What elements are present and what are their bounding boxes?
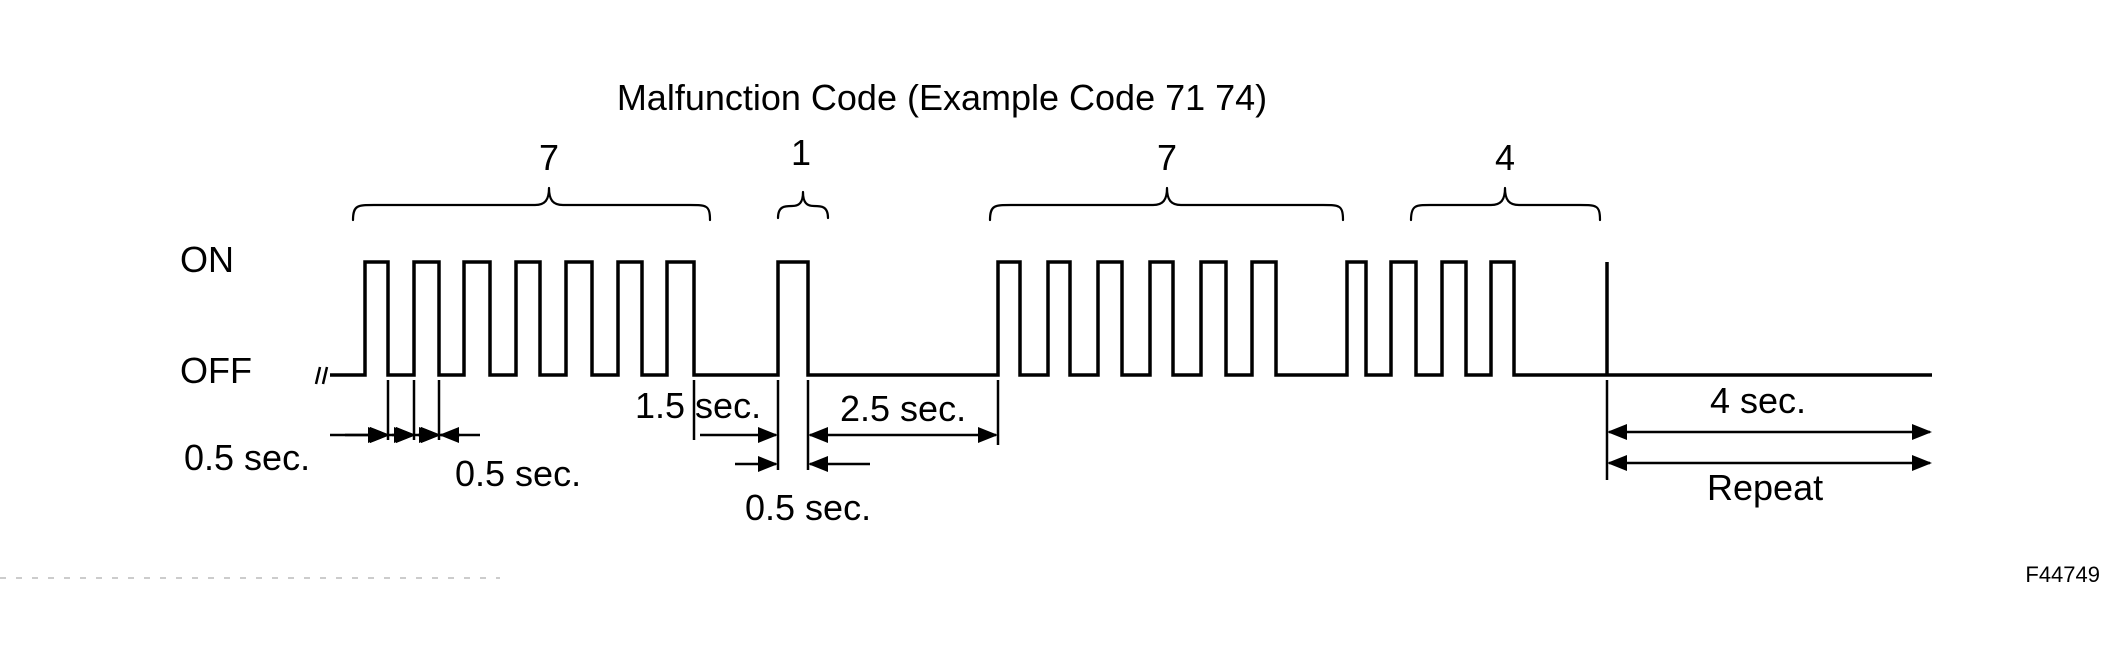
diagram-title: Malfunction Code (Example Code 71 74) [617,77,1267,118]
digit-label-2: 1 [791,132,811,173]
signal-break-mark [314,366,329,385]
single-pulse-label: 0.5 sec. [745,487,871,528]
on-level-label: ON [180,239,234,280]
digit-label-4: 4 [1495,137,1515,178]
off-level-label: OFF [180,350,252,391]
digit-brace-4 [1409,186,1602,222]
repeat-label: Repeat [1707,467,1823,508]
digit-brace-2 [776,190,830,220]
code-gap-label: 2.5 sec. [840,388,966,429]
digit-gap-label: 1.5 sec. [635,385,761,426]
digit-label-3: 7 [1157,137,1177,178]
pulse-off-time-label: 0.5 sec. [455,453,581,494]
digit-label-1: 7 [539,137,559,178]
signal-waveform [330,260,1932,377]
pulse-on-time-label: 0.5 sec. [184,437,310,478]
digit-brace-3 [988,186,1345,222]
end-off-label: 4 sec. [1710,380,1806,421]
figure-id: F44749 [2025,562,2100,587]
digit-brace-1 [351,186,712,222]
